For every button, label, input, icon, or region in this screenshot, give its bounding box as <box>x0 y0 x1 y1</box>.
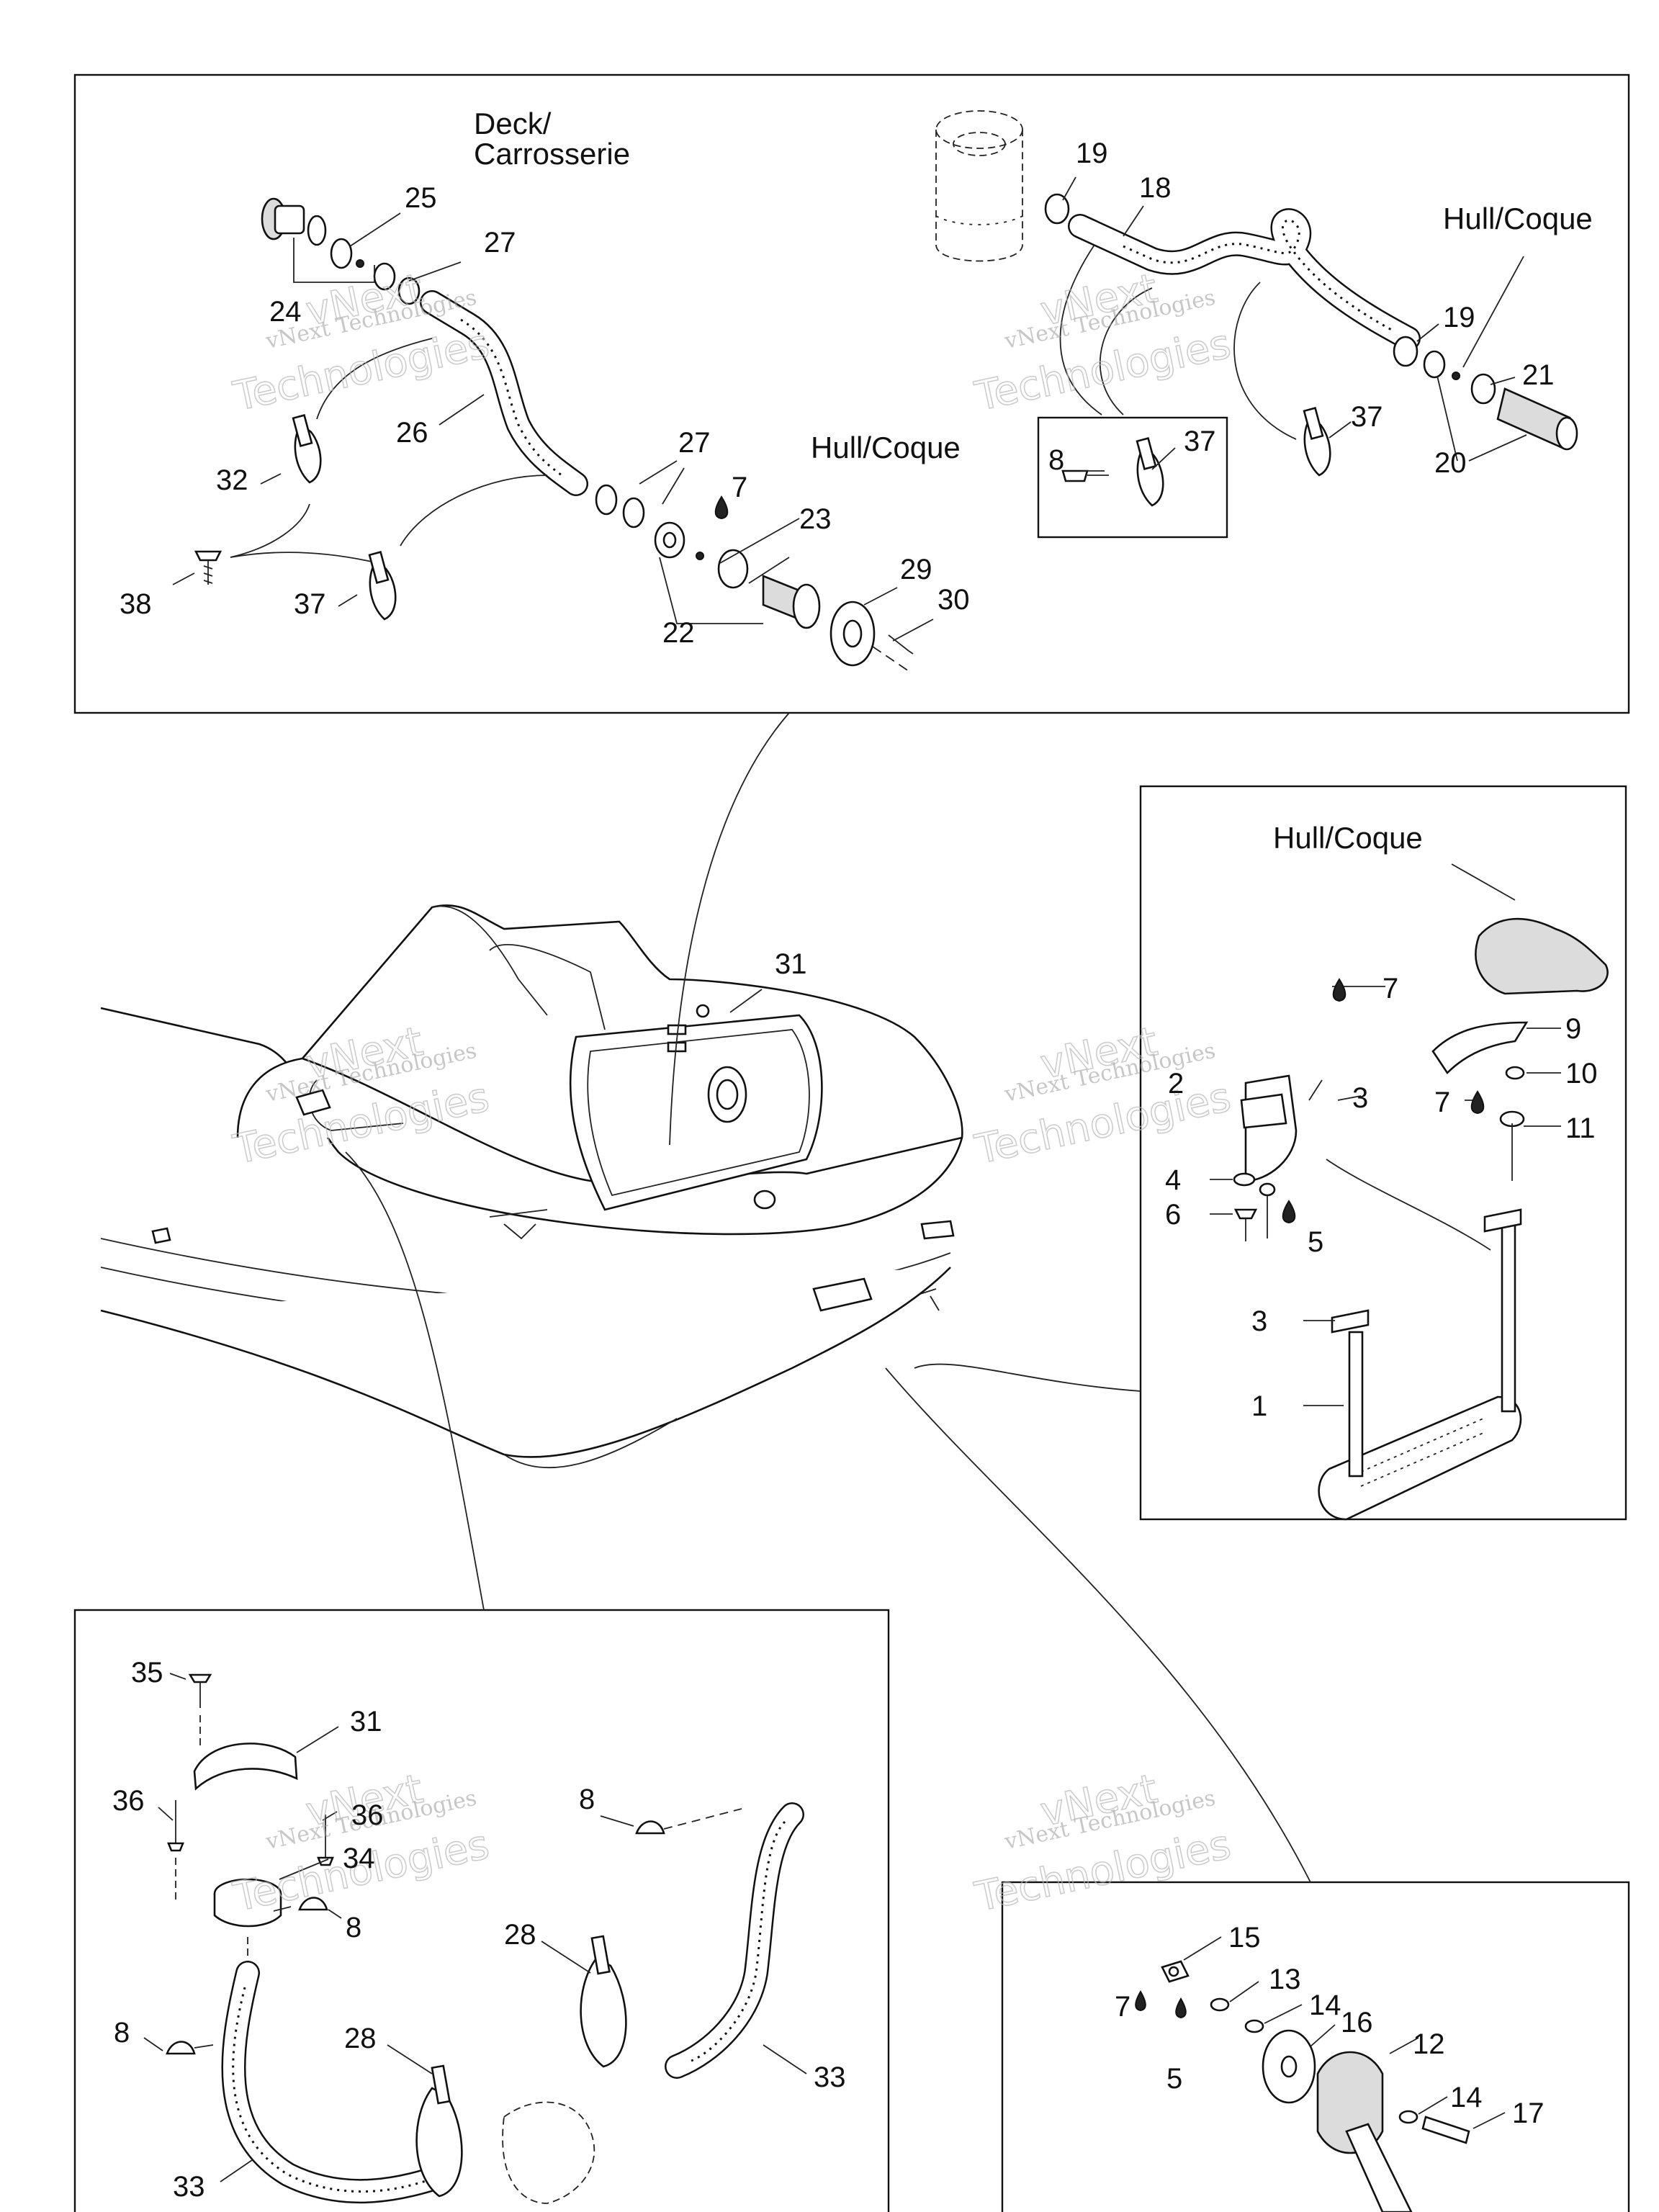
caption-hull-ladder: Hull/Coque <box>1273 821 1423 855</box>
callout-33: 33 <box>173 2171 205 2203</box>
callout-26: 26 <box>396 417 428 449</box>
callout-19: 19 <box>1443 302 1475 333</box>
callout-33: 33 <box>814 2062 846 2093</box>
callout-25: 25 <box>405 182 437 214</box>
callout-7: 7 <box>732 472 747 503</box>
callout-16: 16 <box>1341 2007 1373 2038</box>
callout-20: 20 <box>1434 447 1467 479</box>
callouts: 25 27 24 26 27 7 23 29 30 22 32 37 38 19… <box>112 138 1598 2203</box>
callout-8: 8 <box>1048 444 1064 476</box>
callout-8: 8 <box>346 1912 361 1943</box>
ladder-assembly <box>1210 863 1609 1521</box>
drain-assembly-left <box>172 197 934 672</box>
callout-31: 31 <box>775 948 807 980</box>
callout-21: 21 <box>1522 359 1555 391</box>
drain-assembly-bottom <box>1135 1936 1506 2212</box>
callout-37: 37 <box>1184 426 1216 457</box>
callout-19: 19 <box>1076 138 1108 169</box>
callout-31: 31 <box>350 1706 382 1737</box>
callout-7: 7 <box>1115 1991 1130 2023</box>
callout-2: 2 <box>1168 1068 1184 1100</box>
callout-22: 22 <box>662 617 695 649</box>
callout-36: 36 <box>351 1799 384 1831</box>
callout-3: 3 <box>1352 1082 1368 1114</box>
callout-18: 18 <box>1139 172 1172 204</box>
vent-assembly-bottom <box>143 1673 807 2204</box>
callout-14: 14 <box>1309 1990 1341 2021</box>
caption-hull-top-left: Hull/Coque <box>811 431 961 464</box>
callout-37: 37 <box>1351 401 1383 433</box>
callout-17: 17 <box>1512 2098 1545 2129</box>
callout-8: 8 <box>114 2017 130 2049</box>
callout-24: 24 <box>269 296 302 328</box>
caption-deck: Deck/ <box>474 107 552 140</box>
panel-frame-top <box>73 73 1630 714</box>
inset-frame-tie <box>1037 416 1228 539</box>
callout-5: 5 <box>1308 1226 1323 1258</box>
callout-12: 12 <box>1413 2028 1445 2060</box>
callout-38: 38 <box>120 588 152 620</box>
callout-3: 3 <box>1251 1305 1267 1337</box>
callout-7: 7 <box>1434 1087 1450 1118</box>
watercraft-hull <box>100 712 1311 1883</box>
callout-11: 11 <box>1565 1112 1596 1144</box>
callout-28: 28 <box>504 1919 536 1951</box>
callout-14: 14 <box>1450 2082 1483 2113</box>
callout-15: 15 <box>1228 1922 1261 1954</box>
panel-frame-vent <box>73 1609 890 2212</box>
callout-32: 32 <box>216 464 248 496</box>
caption-deck-fr: Carrosserie <box>474 137 630 171</box>
callout-10: 10 <box>1565 1058 1598 1089</box>
callout-7: 7 <box>1382 973 1398 1004</box>
callout-37: 37 <box>294 588 326 620</box>
callout-28: 28 <box>344 2023 377 2054</box>
callout-36: 36 <box>112 1785 145 1817</box>
panel-frame-drain <box>1001 1881 1630 2212</box>
callout-13: 13 <box>1269 1964 1301 1995</box>
callout-29: 29 <box>900 554 932 585</box>
callout-8: 8 <box>579 1784 595 1815</box>
vent-assembly-right <box>935 110 1578 507</box>
callout-23: 23 <box>799 503 832 535</box>
callout-1: 1 <box>1251 1390 1267 1422</box>
callout-6: 6 <box>1165 1199 1181 1231</box>
callout-30: 30 <box>938 584 970 616</box>
callout-4: 4 <box>1165 1164 1181 1196</box>
callout-35: 35 <box>131 1657 163 1689</box>
captions: Deck/ Carrosserie Hull/Coque Hull/Coque … <box>474 107 1593 855</box>
callout-9: 9 <box>1565 1013 1581 1045</box>
callout-34: 34 <box>343 1843 375 1874</box>
callout-27: 27 <box>484 227 516 258</box>
callout-27: 27 <box>678 427 711 459</box>
caption-hull-top-right: Hull/Coque <box>1443 202 1593 235</box>
panel-frame-ladder <box>1139 785 1627 1521</box>
callout-5: 5 <box>1166 2063 1182 2095</box>
